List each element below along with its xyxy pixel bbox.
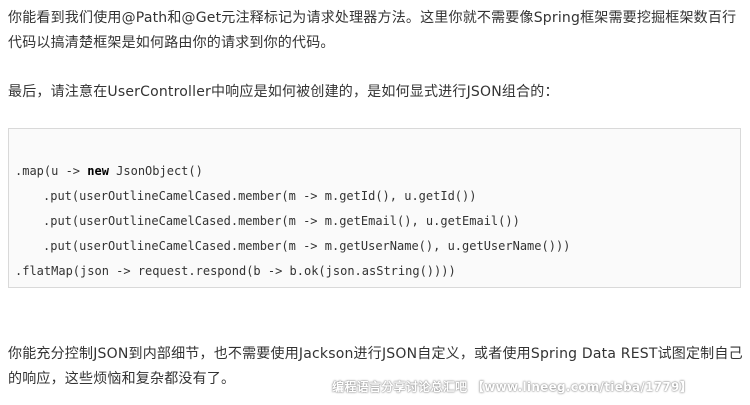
watermark-text: 编程语言分享讨论总汇吧 【www.lineeg.com/tieba/1779】: [332, 380, 692, 394]
code-line-put-username: .put(userOutlineCamelCased.member(m -> m…: [43, 239, 571, 253]
intro-paragraph: 你能看到我们使用@Path和@Get元注释标记为请求处理器方法。这里你就不需要像…: [8, 10, 737, 51]
code-line-put-email: .put(userOutlineCamelCased.member(m -> m…: [43, 214, 520, 228]
code-line-flatmap: .flatMap(json -> request.respond(b -> b.…: [15, 264, 456, 278]
code-keyword-new: new: [87, 164, 109, 178]
conclusion-paragraph: 你能充分控制JSON到内部细节，也不需要使用Jackson进行JSON自定义，或…: [8, 346, 743, 387]
code-line-put-id: .put(userOutlineCamelCased.member(m -> m…: [43, 189, 477, 203]
code-line-map-end: JsonObject(): [108, 164, 203, 178]
code-line-map-start: .map(u ->: [15, 164, 88, 178]
code-block: .map(u -> new JsonObject() .put(userOutl…: [8, 128, 741, 288]
finally-paragraph: 最后，请注意在UserController中响应是如何被创建的，是如何显式进行J…: [8, 84, 559, 100]
code-line-map: .map(u -> new JsonObject(): [15, 163, 203, 179]
